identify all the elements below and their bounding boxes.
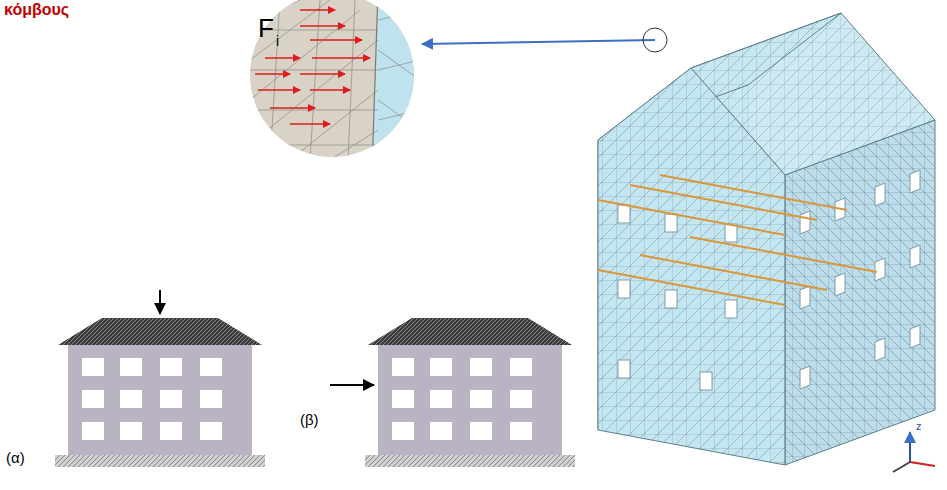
axes xyxy=(893,432,935,472)
heading-fragment: κόμβους xyxy=(4,1,69,19)
case-label: (β) xyxy=(300,412,319,429)
building-alpha xyxy=(55,290,265,467)
zoom-detail xyxy=(240,0,440,170)
mesh-building xyxy=(598,13,935,465)
axis-label: z xyxy=(916,420,922,432)
force-subscript: i xyxy=(276,34,279,49)
case-label: (α) xyxy=(6,450,25,467)
force-symbol: F xyxy=(258,14,274,43)
building-beta xyxy=(330,318,575,467)
